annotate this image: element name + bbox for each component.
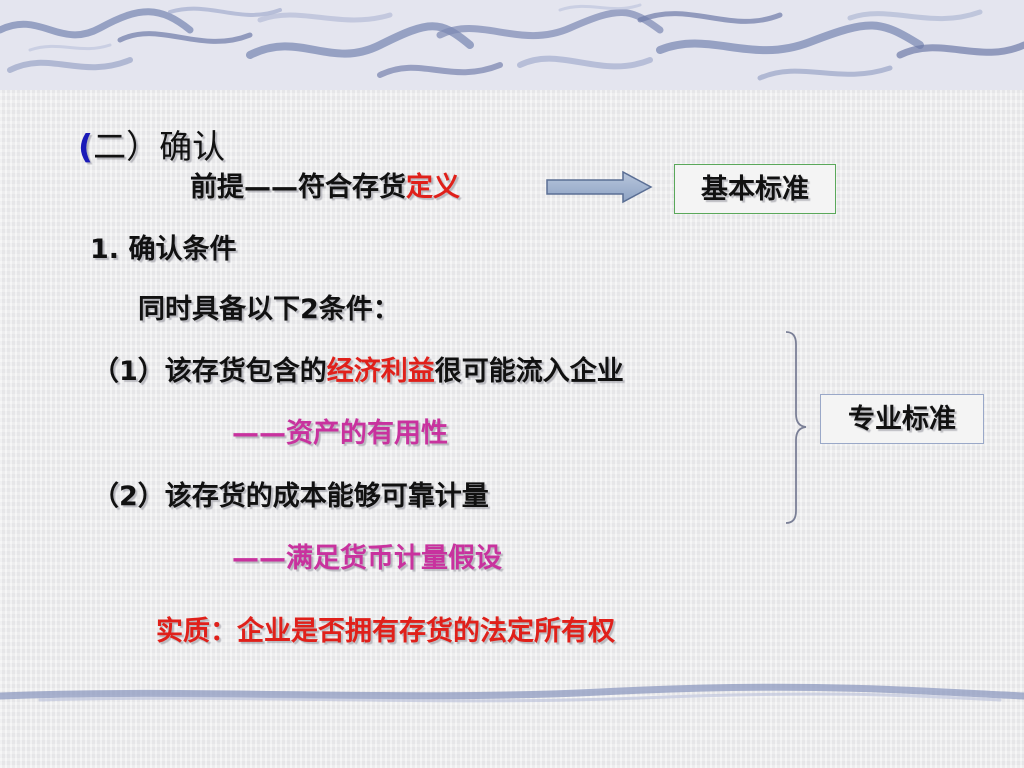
- condition-item-1-note: ——资产的有用性: [232, 418, 448, 449]
- conditions-intro: 同时具备以下2条件：: [138, 294, 400, 325]
- decorative-footer-line: [0, 680, 1024, 710]
- premise-line: 前提——符合存货定义: [190, 174, 460, 201]
- item1-suffix: 很可能流入企业: [434, 356, 624, 387]
- basic-standard-box: 基本标准: [674, 164, 836, 214]
- essence-statement: 实质：企业是否拥有存货的法定所有权: [156, 616, 615, 647]
- right-brace-icon: [785, 331, 807, 524]
- premise-highlight: 定义: [406, 172, 460, 203]
- item1-prefix: （1）该存货包含的: [92, 356, 327, 387]
- conditions-heading: 1. 确认条件: [90, 234, 237, 265]
- condition-item-2-note: ——满足货币计量假设: [232, 543, 502, 574]
- condition-item-1: （1）该存货包含的经济利益很可能流入企业: [92, 358, 624, 385]
- section-title: (二）确认: [78, 130, 225, 163]
- item1-highlight: 经济利益: [326, 356, 435, 387]
- title-text: 二）确认: [93, 127, 226, 166]
- professional-standard-box: 专业标准: [820, 394, 984, 444]
- title-paren: (: [78, 127, 94, 166]
- right-arrow-icon: [546, 170, 653, 204]
- premise-prefix: 前提——符合存货: [190, 172, 406, 203]
- condition-item-2: （2）该存货的成本能够可靠计量: [92, 481, 489, 512]
- decorative-header-band: [0, 0, 1024, 90]
- wave-pattern-top: [0, 3, 1024, 81]
